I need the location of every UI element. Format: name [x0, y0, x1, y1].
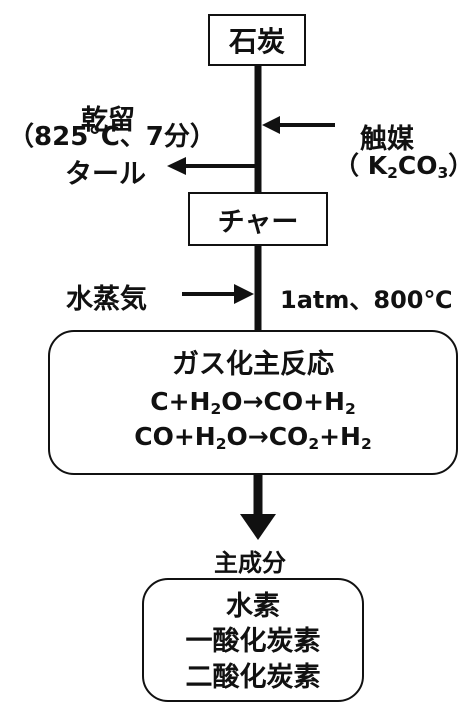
catalyst-formula: （ K2CO3）: [334, 151, 470, 182]
main-component-label: 主成分: [214, 549, 286, 577]
char-box: チャー: [188, 192, 328, 246]
product-carbon-monoxide: 一酸化炭素: [185, 626, 321, 657]
coal-label: 石炭: [228, 25, 285, 58]
product-hydrogen: 水素: [226, 591, 280, 622]
coal-box: 石炭: [208, 14, 306, 66]
steam-label: 水蒸気: [66, 284, 147, 315]
products-box: 水素 一酸化炭素 二酸化炭素: [142, 578, 364, 702]
tar-label: タール: [65, 159, 146, 190]
conditions-label: 1atm、800℃: [280, 286, 453, 314]
product-arrow-head: [240, 514, 276, 540]
catalyst-title: 触媒: [360, 124, 414, 155]
reaction-equation-2: CO+H2O→CO2+H2: [134, 422, 372, 453]
char-label: チャー: [217, 206, 299, 238]
reaction-title: ガス化主反応: [172, 349, 334, 380]
dry-distillation-title: 乾留: [81, 105, 135, 136]
steam-arrow-head: [234, 284, 254, 304]
reaction-equation-1: C+H2O→CO+H2: [150, 387, 356, 418]
catalyst-arrow-head: [262, 116, 280, 134]
tar-arrow-head: [167, 157, 186, 175]
dry-distillation-condition: （825℃、7分）: [8, 122, 216, 152]
product-carbon-dioxide: 二酸化炭素: [185, 662, 321, 693]
reaction-box: ガス化主反応 C+H2O→CO+H2 CO+H2O→CO2+H2: [48, 330, 458, 475]
